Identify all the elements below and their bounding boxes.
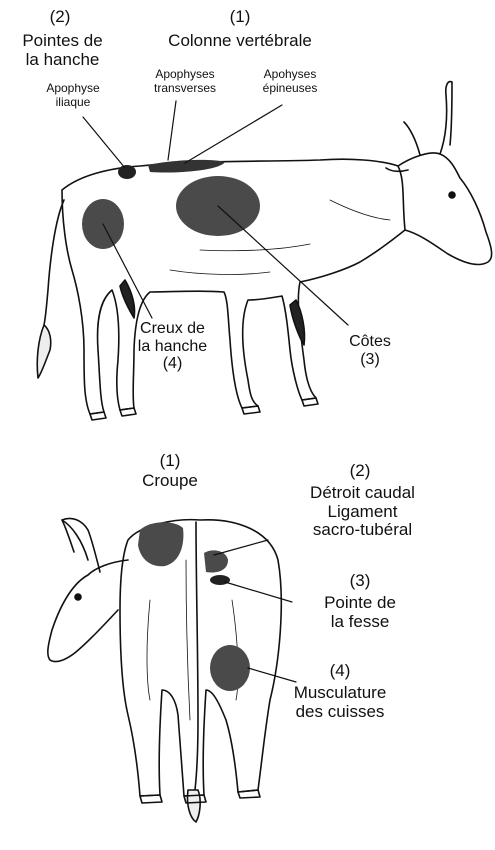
patch-detroit [204,550,228,572]
label-pointe-fesse: Pointe de la fesse [290,594,430,631]
label-musculature-cuisses: Musculature des cuisses [255,684,425,721]
label-pointes-num: (2) [30,8,90,27]
side-view-cow [37,82,491,420]
label-apophyse-iliaque: Apophyse iliaque [28,82,118,110]
patch-croupe [138,522,183,566]
patch-musculature [210,645,250,691]
label-detroit-num: (2) [330,462,390,481]
patch-apophyse-iliaque [118,165,136,179]
label-colonne-num: (1) [210,8,270,27]
label-croupe-num: (1) [140,452,200,471]
label-muscu-num: (4) [310,662,370,681]
label-cotes: Côtes (3) [330,333,410,368]
label-creux-hanche: Creux de la hanche (4) [115,320,230,373]
patch-pointe-fesse [210,575,230,585]
label-colonne-vertebrale: Colonne vertébrale [135,32,345,51]
label-croupe: Croupe [115,472,225,491]
label-pointes-hanche: Pointes de la hanche [5,32,120,69]
label-detroit-caudal: Détroit caudal Ligament sacro-tubéral [265,484,460,540]
label-pointe-num: (3) [330,572,390,591]
label-apophyses-transverses: Apophyses transverses [135,68,235,96]
label-apophyses-epineuses: Apohyses épineuses [240,68,340,96]
